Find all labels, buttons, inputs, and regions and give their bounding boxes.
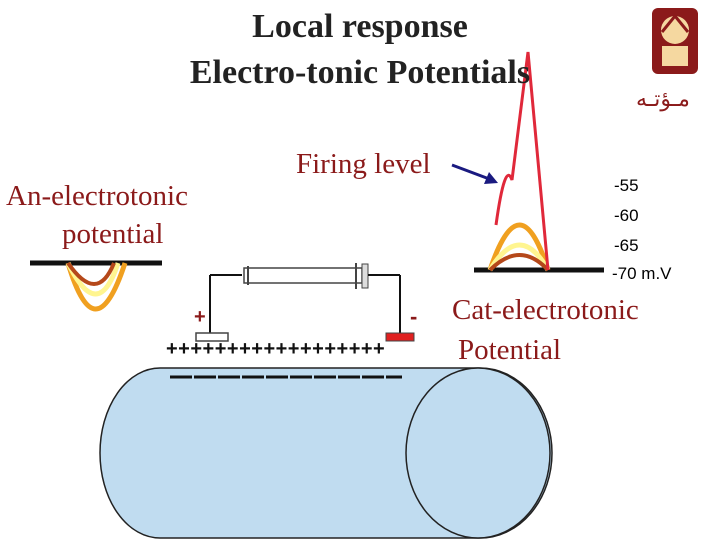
title-line-2: Electro-tonic Potentials: [189, 54, 531, 91]
nerve-fiber-cylinder: [99, 367, 553, 539]
catelectrotonic-trace: [474, 51, 604, 273]
anelectrotonic-label-line-1: An-electrotonic: [6, 180, 188, 212]
title-line-1: Local response: [252, 8, 468, 45]
cathode-sign: -: [410, 304, 418, 329]
voltage-label-60: -60: [614, 206, 639, 225]
voltage-label-65: -65: [614, 236, 639, 255]
voltage-label-70: -70 m.V: [612, 264, 672, 283]
catelectrotonic-label-line-1: Cat-electrotonic: [452, 294, 639, 326]
voltage-label-55: -55: [614, 176, 639, 195]
university-logo: [652, 8, 698, 74]
catelectrotonic-label-line-2: Potential: [458, 334, 562, 366]
anode-electrode: [195, 332, 229, 342]
firing-level-arrow: [451, 163, 498, 184]
firing-level-label: Firing level: [296, 148, 431, 180]
anelectrotonic-trace: [30, 260, 162, 312]
anelectrotonic-label-line-2: potential: [62, 218, 164, 250]
logo-text: مـؤتـه: [636, 86, 690, 111]
stimulator-circuit: [209, 263, 401, 333]
anode-sign: +: [194, 306, 206, 328]
membrane-positive-charges: ++++++++++++++++++: [166, 338, 386, 360]
cathode-electrode: [385, 332, 415, 342]
